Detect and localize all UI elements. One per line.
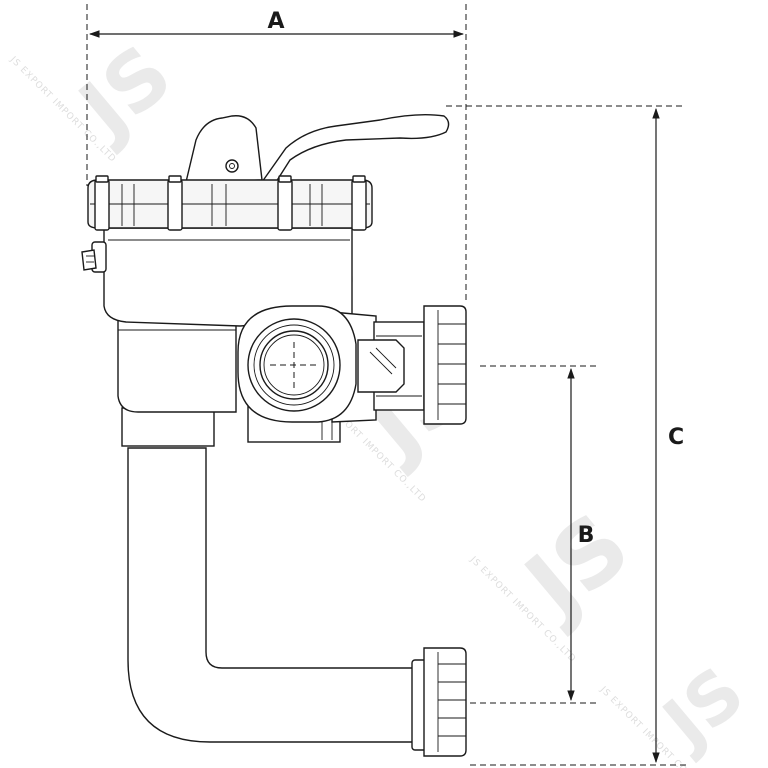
bottom-pipe <box>127 447 433 743</box>
dimension-a-label: A <box>267 9 284 34</box>
watermark-logo: JS <box>59 27 190 158</box>
side-union-nut <box>423 305 467 425</box>
watermark-logo: JS <box>502 493 649 640</box>
dimension-b-label: B <box>578 523 595 548</box>
dimension-c: C <box>446 105 686 766</box>
valve-handle <box>185 113 450 183</box>
cover-bolts <box>94 175 367 231</box>
bottom-union-nut <box>411 647 467 757</box>
side-knob <box>81 241 107 273</box>
dimension-a: A <box>86 4 467 300</box>
dimension-b: B <box>470 365 600 704</box>
valve-cover <box>87 179 373 229</box>
dimension-c-label: C <box>668 425 684 450</box>
valve-body <box>103 227 353 327</box>
front-port <box>237 305 357 423</box>
